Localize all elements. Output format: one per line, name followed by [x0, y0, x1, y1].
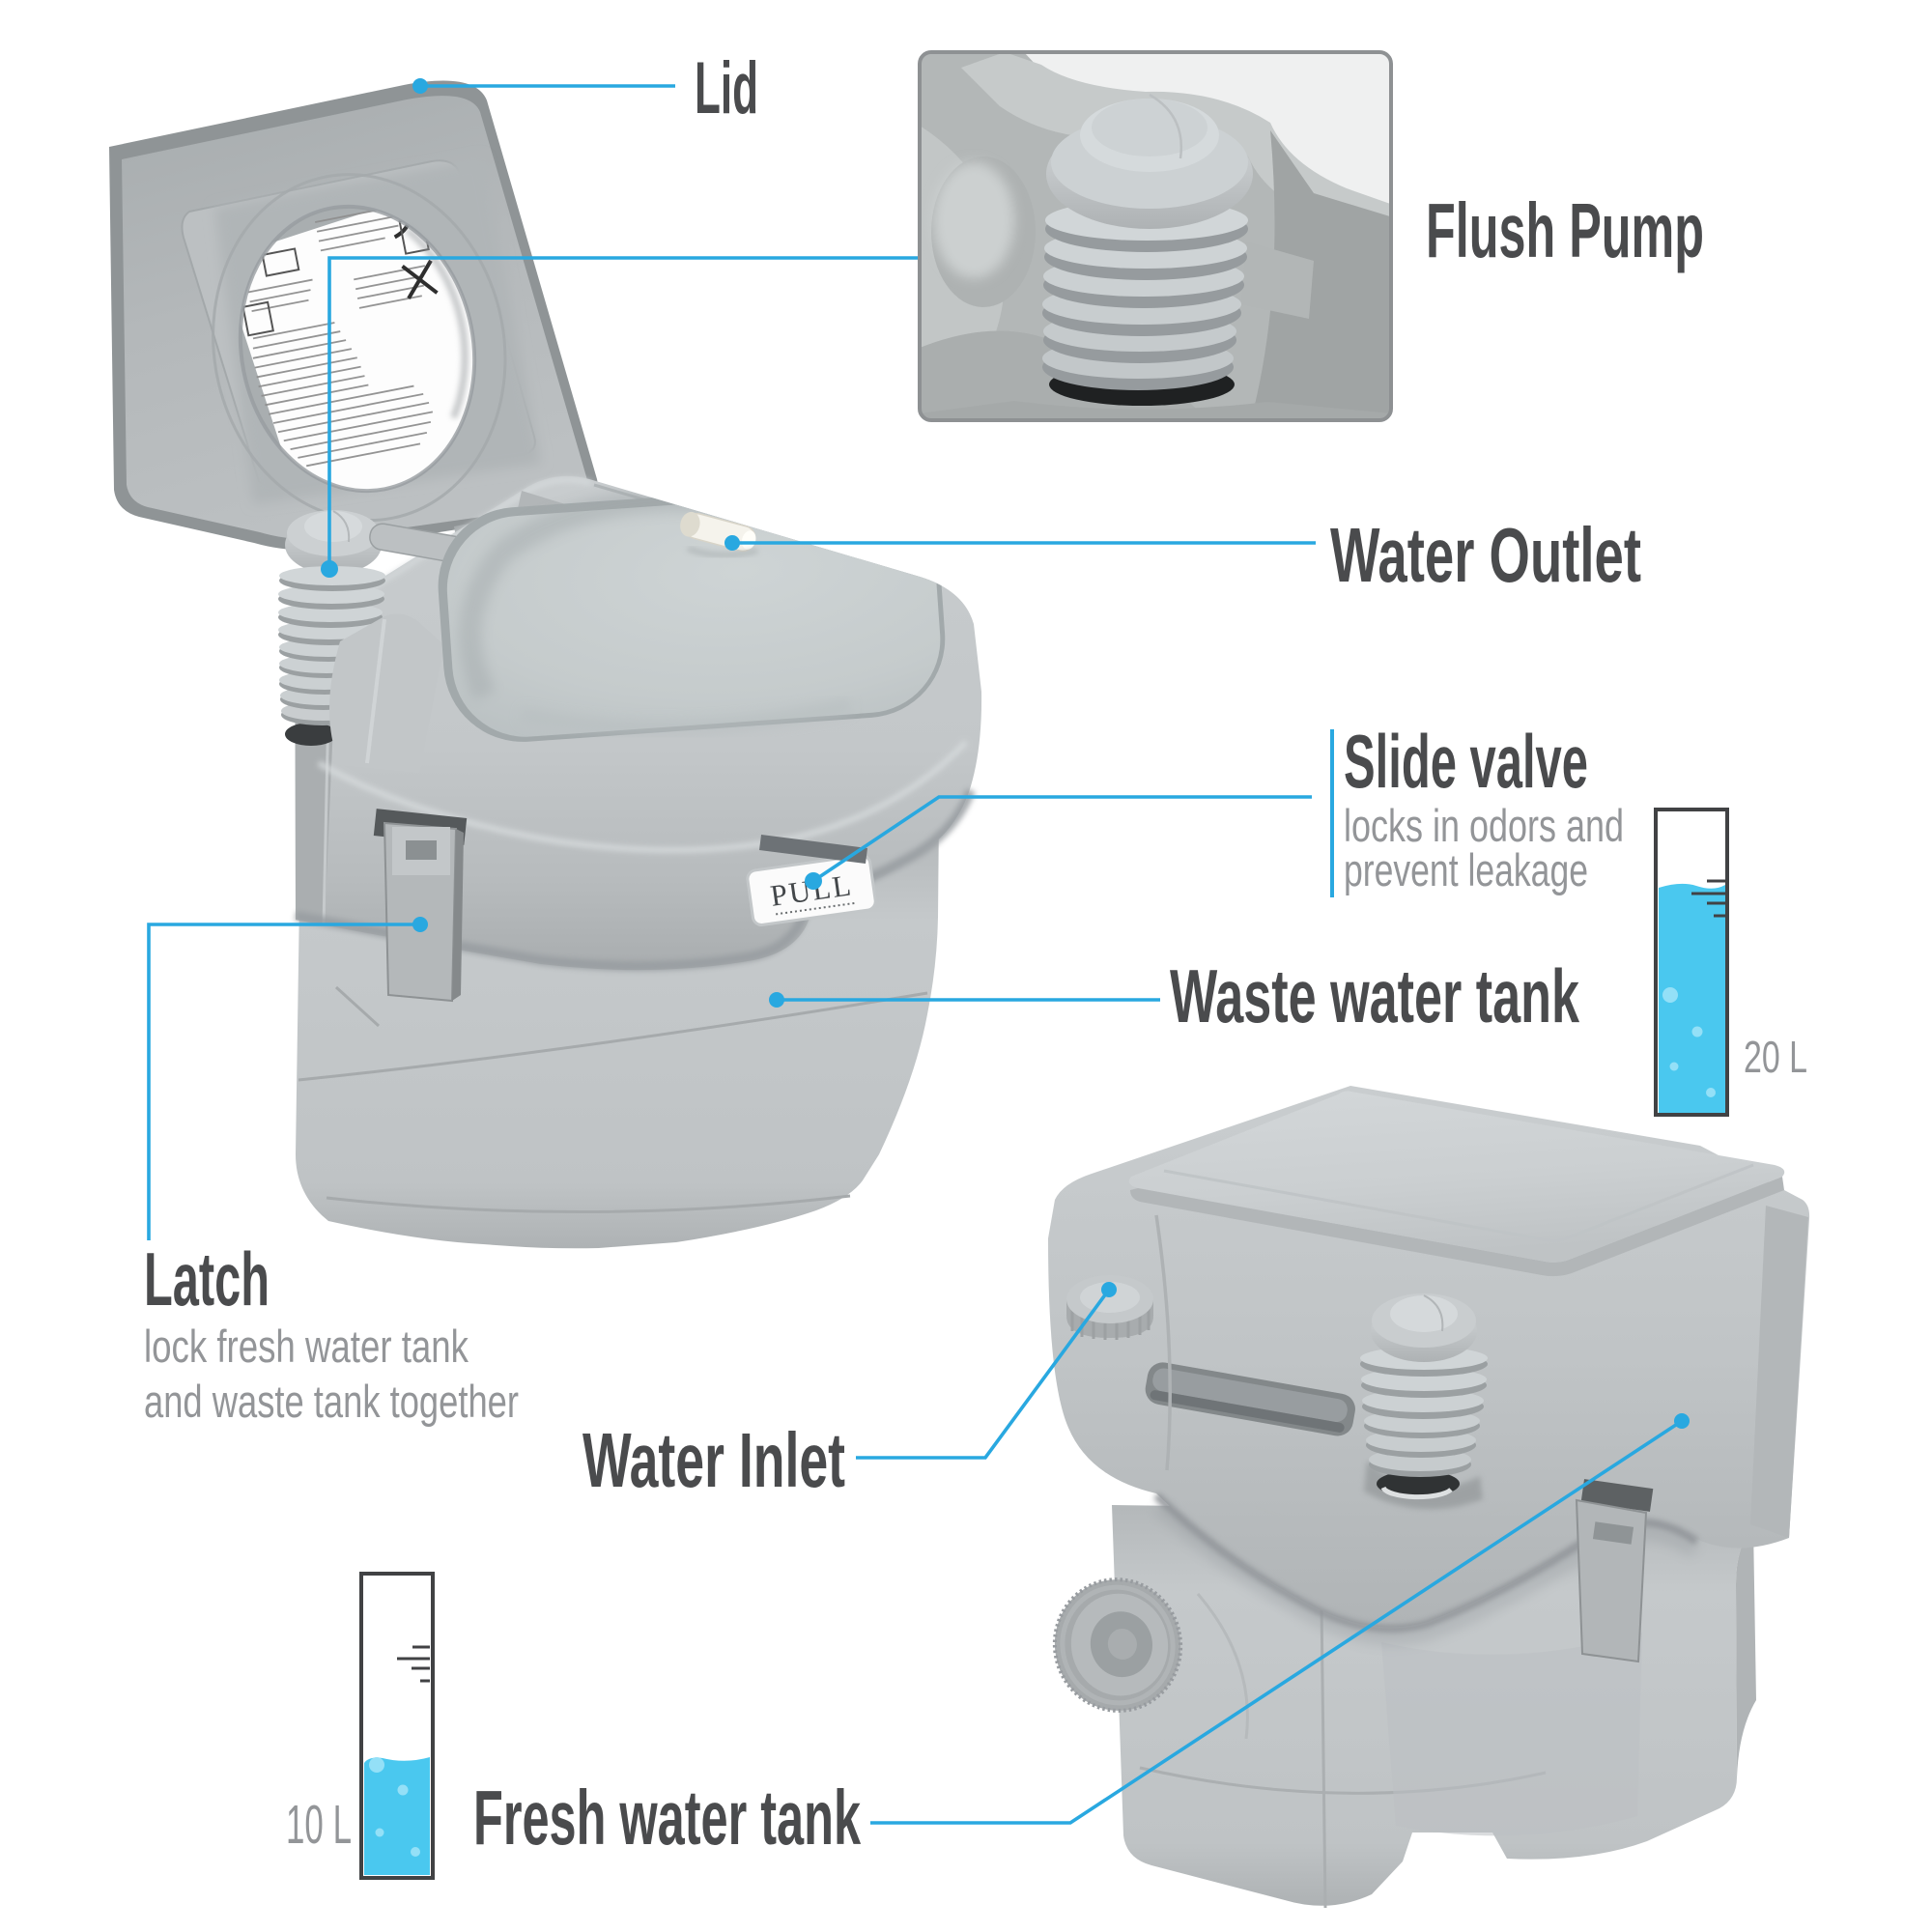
svg-text:Latch: Latch	[144, 1236, 270, 1321]
svg-text:lock fresh water tank: lock fresh water tank	[144, 1321, 469, 1372]
svg-text:and waste tank together: and waste tank together	[144, 1376, 519, 1427]
svg-text:Lid: Lid	[695, 47, 758, 129]
svg-text:10 L: 10 L	[286, 1794, 352, 1856]
svg-text:Flush Pump: Flush Pump	[1426, 187, 1704, 273]
svg-text:prevent leakage: prevent leakage	[1344, 844, 1588, 895]
svg-text:locks in odors and: locks in odors and	[1344, 800, 1624, 851]
svg-text:20 L: 20 L	[1744, 1032, 1807, 1082]
svg-text:Water Outlet: Water Outlet	[1330, 512, 1641, 598]
svg-text:Waste water tank: Waste water tank	[1170, 953, 1579, 1038]
svg-text:Fresh water tank: Fresh water tank	[473, 1775, 861, 1861]
svg-text:Water Inlet: Water Inlet	[582, 1417, 845, 1503]
svg-text:Slide valve: Slide valve	[1344, 719, 1588, 804]
